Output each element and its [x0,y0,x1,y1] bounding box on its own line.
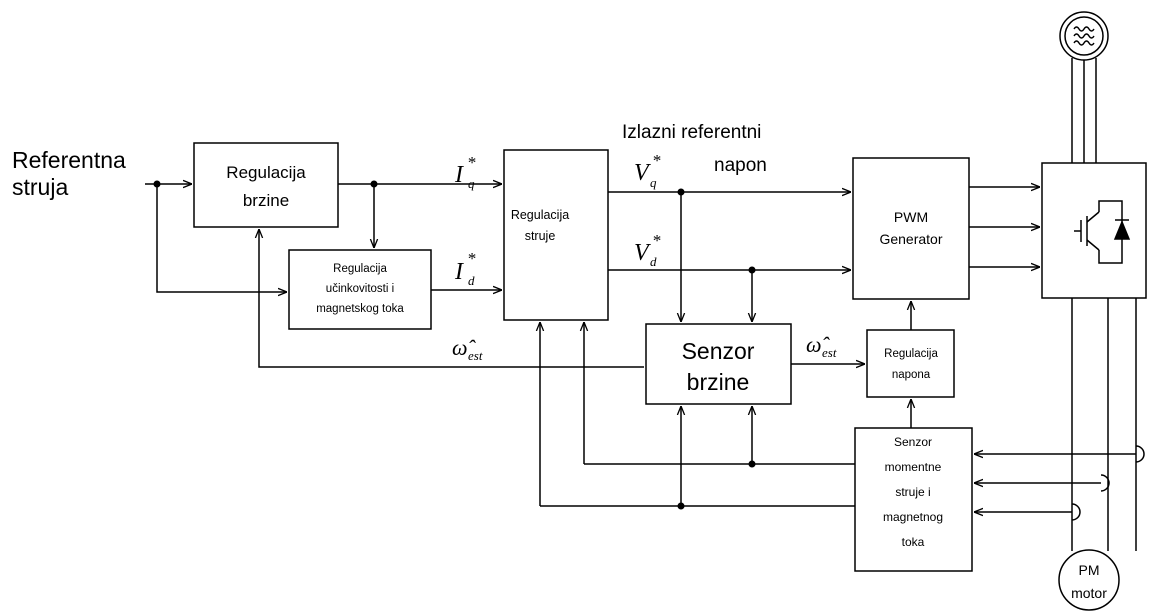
pwm-line1: PWM [894,209,928,225]
vd-label: V * d [634,231,661,269]
pwm-generator-block: PWM Generator [853,158,969,299]
id-sup: * [467,249,476,268]
speed-sensor-line1: Senzor [682,338,755,364]
vd-sub: d [650,254,657,269]
output-label-line1: Izlazni referentni [622,122,761,143]
iq-label: I * q [454,153,476,191]
vq-sub: q [650,175,657,190]
vq-label: V * q [634,151,661,190]
current-sensor-line1: Senzor [894,435,932,449]
pm-motor: PM motor [1059,550,1119,610]
pwm-line2: Generator [879,231,942,247]
input-label-line1: Referentna [12,147,126,173]
ac-source-icon [1074,27,1094,45]
output-label-line2: napon [714,155,767,176]
current-sensor-line2: momentne [885,460,942,474]
motor-line1: PM [1079,562,1100,578]
speed-reg-line1: Regulacija [226,163,306,182]
igbt-inverter-icon [1074,201,1129,263]
voltage-reg-line2: napona [892,369,931,381]
eff-reg-line1: Regulacija [333,263,387,275]
id-label: I * d [454,249,476,288]
eff-reg-line2: učinkovitosti i [326,283,394,295]
omega2-sub: est [822,345,837,360]
current-sensor-line4: magnetnog [883,510,943,524]
efficiency-flux-regulation-block: Regulacija učinkovitosti i magnetskog to… [289,250,431,329]
current-regulation-block: Regulacija struje [504,150,608,320]
output-reference-voltage-label: Izlazni referentni napon [622,122,767,176]
current-probes [1072,446,1144,520]
omega-est-label-left: ω̂ est [452,335,483,363]
current-reg-line2: struje [525,229,556,243]
voltage-reg-line1: Regulacija [884,348,938,360]
eff-reg-line3: magnetskog toka [316,303,404,315]
junction-dots [153,180,756,510]
vq-base: V [634,160,651,186]
speed-sensor-line2: brzine [687,369,750,395]
current-reg-line1: Regulacija [511,208,569,222]
inverter-block [1042,163,1146,298]
omega-est-label-right: ω̂ est [806,332,837,360]
speed-reg-line2: brzine [243,191,289,210]
current-sensor-line5: toka [902,535,925,549]
input-label: Referentna struja [12,147,126,200]
iq-base: I [454,162,464,188]
vd-base: V [634,240,651,266]
motor-line2: motor [1071,585,1107,601]
voltage-regulation-block: Regulacija napona [867,330,954,397]
ac-source [1060,12,1108,60]
current-flux-sensor-block: Senzor momentne struje i magnetnog toka [855,428,972,571]
connections [145,58,1136,551]
omega1-sub: est [468,348,483,363]
current-sensor-line3: struje i [895,485,930,499]
id-base: I [454,259,464,285]
iq-sup: * [467,153,476,172]
input-label-line2: struja [12,174,68,200]
id-sub: d [468,273,475,288]
vq-sup: * [652,151,661,170]
speed-regulation-block: Regulacija brzine [194,143,338,227]
speed-sensor-block: Senzor brzine [646,324,791,404]
vd-sup: * [652,231,661,250]
